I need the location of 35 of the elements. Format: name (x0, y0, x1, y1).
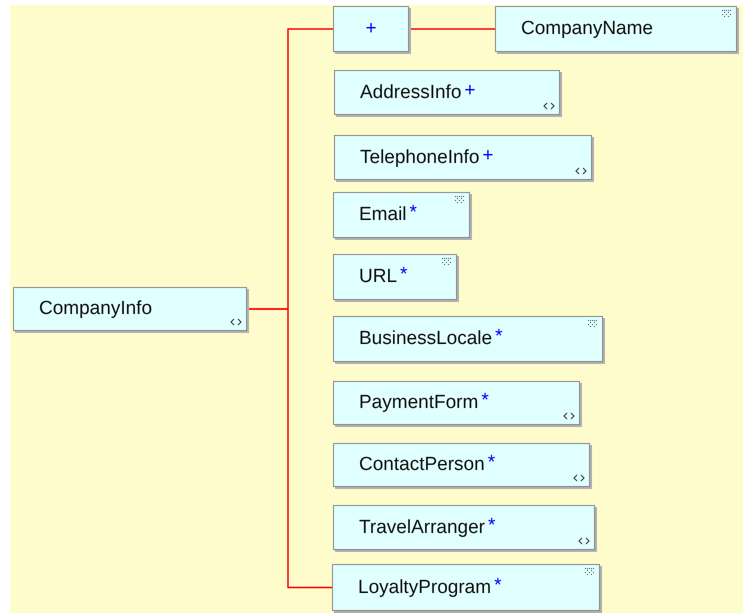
element-name: URL (359, 266, 398, 288)
element-name: TelephoneInfo (360, 146, 480, 168)
element-box (333, 254, 457, 300)
element-name: AddressInfo (360, 82, 462, 104)
element-box (333, 192, 470, 238)
occurrence-marker: + (365, 18, 377, 40)
occurrence-marker: * (410, 202, 417, 224)
element-name: PaymentForm (359, 392, 478, 414)
occurrence-marker: * (481, 390, 489, 412)
element-box (495, 6, 737, 52)
occurrence-marker: * (494, 574, 502, 596)
occurrence-marker: + (482, 144, 494, 166)
element-box (333, 381, 580, 425)
element-box (333, 443, 590, 487)
element-box (332, 564, 600, 611)
connector-line (247, 308, 332, 588)
element-name: CompanyInfo (39, 298, 152, 320)
element-box (13, 287, 247, 331)
occurrence-marker: * (488, 452, 496, 474)
element-name: Email (359, 204, 407, 226)
element-name: LoyaltyProgram (358, 576, 492, 598)
element-box (333, 6, 409, 52)
element-box (333, 316, 603, 362)
occurrence-marker: * (495, 326, 502, 348)
element-box (334, 135, 592, 180)
element-name: CompanyName (521, 18, 653, 40)
element-name: ContactPerson (359, 454, 485, 476)
connector-line (409, 28, 495, 30)
occurrence-marker: * (488, 514, 496, 536)
occurrence-marker: + (464, 80, 476, 102)
element-box (334, 70, 560, 115)
element-name: BusinessLocale (359, 328, 492, 350)
element-name: TravelArranger (359, 516, 486, 538)
occurrence-marker: * (400, 264, 408, 286)
element-box (333, 505, 595, 550)
